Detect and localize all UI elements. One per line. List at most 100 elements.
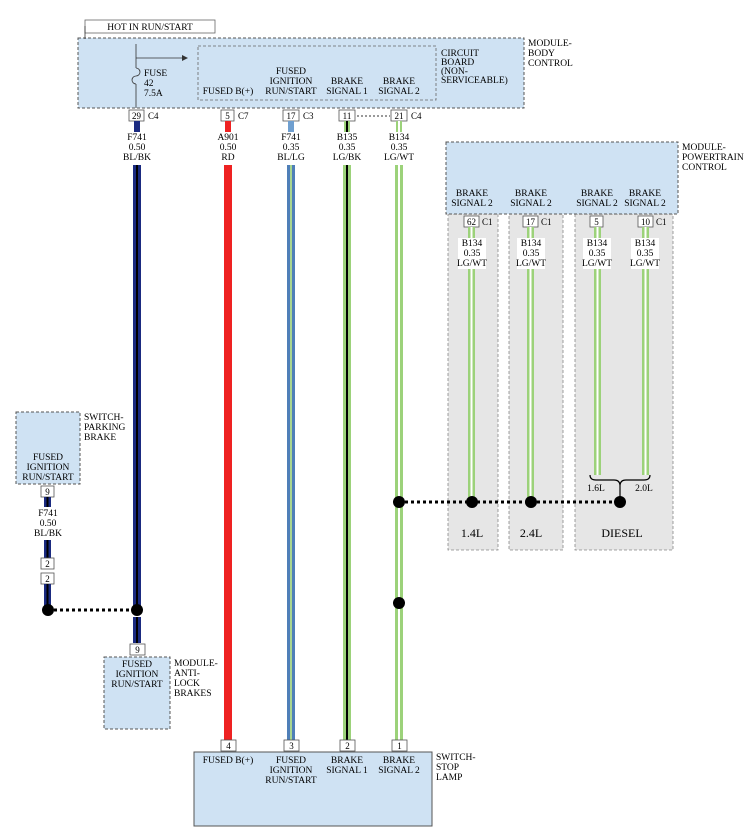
stop-fused-ign-line3: RUN/START: [265, 776, 317, 786]
abs-fused-ign-line1: FUSED: [122, 660, 152, 670]
pin-21: 21: [395, 111, 404, 121]
bcm-fused-ign-line2: IGNITION: [270, 77, 313, 87]
w4-color: LG/BK: [333, 153, 362, 163]
splice-dot-2-4l: [525, 496, 537, 508]
variant-label-2-4l: 2.4L: [520, 526, 542, 540]
stop-pin-2: 2: [345, 741, 350, 751]
variant-label-diesel: DIESEL: [601, 526, 642, 540]
parking-wire-circuit: F741: [38, 509, 58, 519]
splice-dot-main: [393, 496, 405, 508]
pin-5: 5: [225, 111, 230, 121]
parking-splice-dot-right: [131, 604, 143, 616]
abs-fused-ign-line3: RUN/START: [111, 680, 163, 690]
pcm-brake2-a-line1: BRAKE: [456, 189, 488, 199]
wire-b135-lg-bk: [343, 165, 351, 740]
pcm-conn-a: C1: [482, 217, 493, 227]
parking-wire: 9 F741 0.50 BL/BK 2 2: [34, 485, 143, 616]
stop-fused-ign-line2: IGNITION: [270, 766, 313, 776]
pin-17: 17: [287, 111, 297, 121]
parking-name-line2: PARKING: [84, 423, 125, 433]
module-powertrain-control: MODULE- POWERTRAIN CONTROL BRAKE SIGNAL …: [445, 141, 744, 215]
stop-pin-3: 3: [289, 741, 294, 751]
pcm-brake2-c-line2: SIGNAL 2: [576, 199, 618, 209]
stop-brake1-line1: BRAKE: [331, 756, 363, 766]
stop-brake2-line2: SIGNAL 2: [378, 766, 420, 776]
pcm-w4-circuit: B134: [635, 239, 656, 249]
wire-f741-bl-lg: [287, 165, 295, 740]
switch-parking-brake: SWITCH- PARKING BRAKE FUSED IGNITION RUN…: [15, 411, 125, 485]
sub-variant-1-6l: 1.6L: [587, 484, 605, 494]
module-body-control: HOT IN RUN/START MODULE- BODY CONTROL CI…: [77, 19, 573, 109]
stop-brake2-line1: BRAKE: [383, 756, 415, 766]
pcm-brake2-d-line1: BRAKE: [629, 189, 661, 199]
parking-wire-color: BL/BK: [34, 529, 62, 539]
parking-fused-ign-line1: FUSED: [33, 453, 63, 463]
stop-name-line1: SWITCH-: [436, 753, 476, 763]
bcm-fused-ign-line3: RUN/START: [265, 87, 317, 97]
splice-dot-diesel: [614, 496, 626, 508]
pcm-wire-labels: B134 0.35 LG/WT B134 0.35 LG/WT B134 0.3…: [457, 238, 660, 269]
fuse-rating: 7.5A: [144, 89, 163, 99]
circuit-board-line3: (NON-: [441, 66, 468, 77]
w5-color: LG/WT: [384, 153, 414, 163]
parking-fused-ign-line3: RUN/START: [22, 473, 74, 483]
bcm-brake2-line1: BRAKE: [383, 77, 415, 87]
pcm-brake2-b-line1: BRAKE: [515, 189, 547, 199]
stop-pin-1: 1: [397, 741, 402, 751]
bcm-brake2-line2: SIGNAL 2: [378, 87, 420, 97]
w5-gauge: 0.35: [391, 143, 408, 153]
w2-gauge: 0.50: [220, 143, 237, 153]
variant-box-2-4l: [508, 213, 564, 551]
abs-name-line1: MODULE-: [174, 659, 218, 669]
w1-gauge: 0.50: [129, 143, 146, 153]
sub-variant-2-0l: 2.0L: [635, 484, 653, 494]
pcm-conn-d: C1: [656, 217, 667, 227]
pin-11: 11: [343, 111, 352, 121]
pcm-name-line1: MODULE-: [682, 143, 726, 153]
wire-stubs: [134, 121, 402, 132]
w3-circuit: F741: [281, 133, 301, 143]
pcm-w2-gauge: 0.35: [523, 249, 540, 259]
parking-inline-2: 2: [45, 574, 50, 584]
wire-b134-lg-wt: [395, 165, 403, 740]
circuit-board-box: [197, 45, 437, 101]
fuse-number: 42: [144, 79, 154, 89]
w4-gauge: 0.35: [339, 143, 356, 153]
w5-circuit: B134: [389, 133, 410, 143]
pcm-name-line3: CONTROL: [682, 163, 727, 173]
wire-f741-bl-bk: [133, 165, 141, 643]
bcm-wire-labels: F741 0.50 BL/BK A901 0.50 RD F741 0.35 B…: [123, 133, 414, 163]
pcm-pin-62: 62: [467, 217, 476, 227]
stop-fused-ign-line1: FUSED: [276, 756, 306, 766]
pcm-w2-color: LG/WT: [516, 259, 546, 269]
conn-c4-b: C4: [411, 111, 422, 121]
circuit-board-line4: SERVICEABLE): [441, 75, 508, 86]
parking-name-line1: SWITCH-: [84, 413, 124, 423]
stop-fused-b-label: FUSED B(+): [203, 755, 254, 766]
w3-color: BL/LG: [277, 153, 305, 163]
bcm-brake1-line2: SIGNAL 1: [326, 87, 368, 97]
pcm-w1-circuit: B134: [462, 239, 483, 249]
pcm-w2-circuit: B134: [521, 239, 542, 249]
bcm-name-line1: MODULE-: [528, 39, 572, 49]
pcm-w3-gauge: 0.35: [589, 249, 606, 259]
pcm-brake2-a-line2: SIGNAL 2: [451, 199, 493, 209]
bcm-fused-b-label: FUSED B(+): [203, 86, 254, 97]
pcm-w3-circuit: B134: [587, 239, 608, 249]
pcm-name-line2: POWERTRAIN: [682, 153, 744, 163]
variant-box-diesel: [574, 213, 674, 551]
pcm-wires: [468, 227, 649, 500]
abs-name-line4: BRAKES: [174, 689, 211, 699]
abs-fused-ign-line2: IGNITION: [116, 670, 159, 680]
parking-fused-ign-line2: IGNITION: [27, 463, 70, 473]
stop-name-line3: LAMP: [436, 773, 462, 783]
w4-circuit: B135: [337, 133, 358, 143]
parking-splice-dot-left: [42, 604, 54, 616]
parking-inline-1: 2: [45, 559, 50, 569]
bcm-name-line3: CONTROL: [528, 59, 573, 69]
pcm-splice: [393, 496, 626, 609]
w1-circuit: F741: [127, 133, 147, 143]
circuit-board-line2: BOARD: [441, 58, 474, 68]
pcm-pin-5: 5: [594, 217, 599, 227]
